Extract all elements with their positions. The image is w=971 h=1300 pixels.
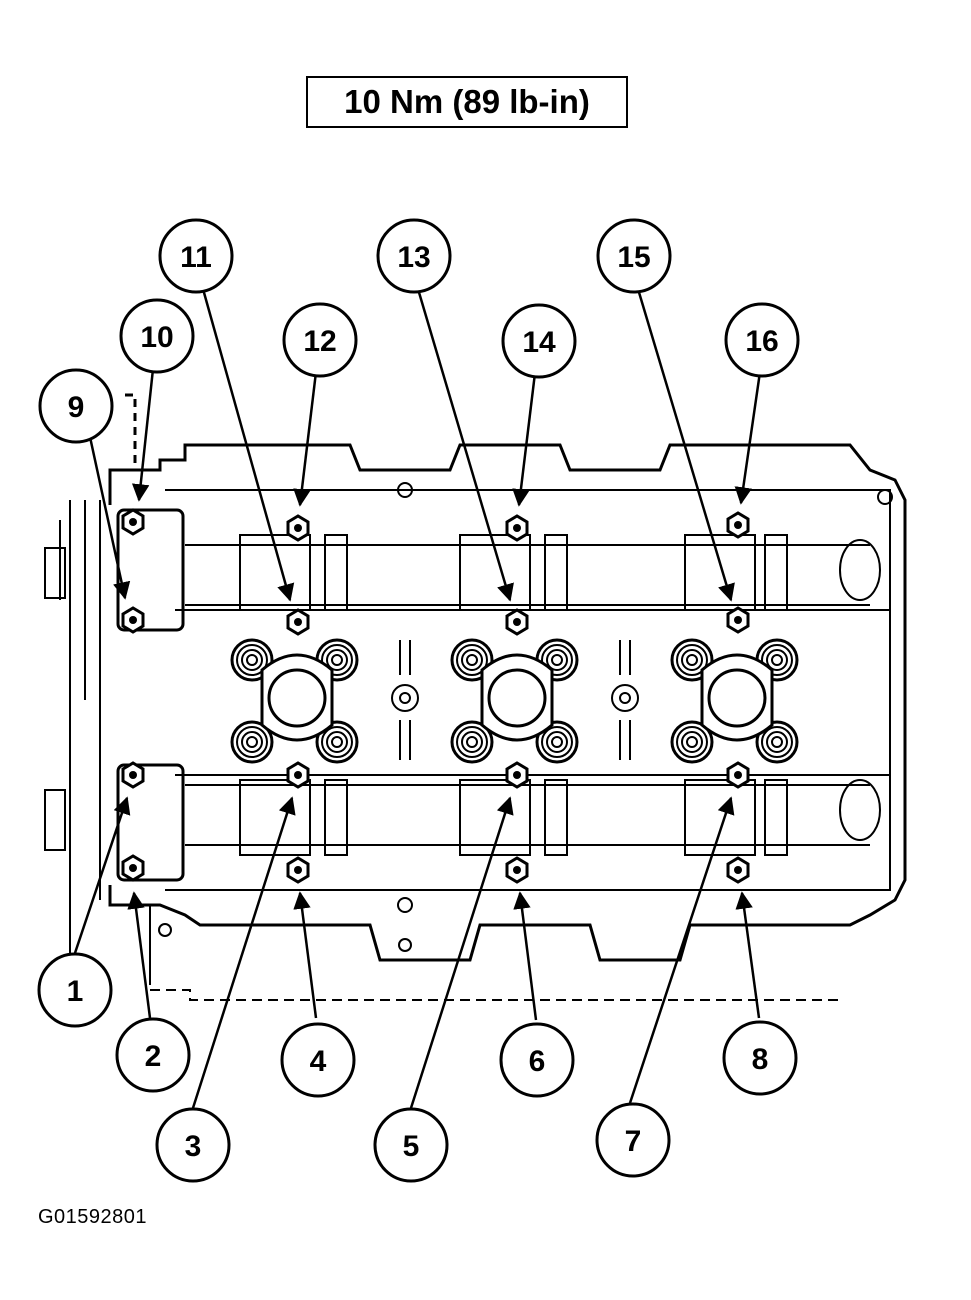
callout-7: 7 [595, 1102, 671, 1178]
bolt-9 [121, 606, 145, 634]
callout-9: 9 [38, 368, 114, 444]
torque-spec-box: 10 Nm (89 lb-in) [306, 76, 628, 128]
bolt-1 [121, 761, 145, 789]
bolt-12 [286, 514, 310, 542]
svg-text:1: 1 [67, 975, 84, 1008]
callout-11: 11 [158, 218, 234, 294]
bolt-3 [286, 761, 310, 789]
callout-2: 2 [115, 1017, 191, 1093]
svg-text:9: 9 [68, 391, 85, 424]
callout-13: 13 [376, 218, 452, 294]
callout-10: 10 [119, 298, 195, 374]
bolt-14 [505, 514, 529, 542]
bolt-4 [286, 856, 310, 884]
bolts [121, 508, 750, 884]
svg-text:8: 8 [752, 1043, 769, 1076]
spark-plug-wells [260, 653, 774, 742]
callout-8: 8 [722, 1020, 798, 1096]
svg-text:14: 14 [522, 326, 556, 359]
bolt-15 [726, 606, 750, 634]
callout-14: 14 [501, 303, 577, 379]
bolt-5 [505, 761, 529, 789]
svg-text:12: 12 [303, 325, 336, 358]
svg-text:7: 7 [625, 1125, 642, 1158]
callout-12: 12 [282, 302, 358, 378]
leader-lines [73, 288, 762, 1109]
svg-text:4: 4 [310, 1045, 327, 1078]
bolt-16 [726, 511, 750, 539]
bolt-13 [505, 608, 529, 636]
bolt-6 [505, 856, 529, 884]
bolt-11 [286, 608, 310, 636]
figure-id: G01592801 [38, 1206, 148, 1228]
torque-spec-text: 10 Nm (89 lb-in) [344, 83, 590, 120]
callouts: 1 2 3 4 5 6 7 8 9 10 11 12 13 14 15 16 [37, 218, 800, 1183]
svg-text:2: 2 [145, 1040, 162, 1073]
callout-16: 16 [724, 302, 800, 378]
svg-text:3: 3 [185, 1130, 202, 1163]
svg-text:16: 16 [745, 325, 778, 358]
svg-text:15: 15 [617, 241, 650, 274]
svg-text:13: 13 [397, 241, 430, 274]
bolt-2 [121, 854, 145, 882]
callout-15: 15 [596, 218, 672, 294]
callout-4: 4 [280, 1022, 356, 1098]
callout-5: 5 [373, 1107, 449, 1183]
svg-text:6: 6 [529, 1045, 546, 1078]
callout-1: 1 [37, 952, 113, 1028]
callout-3: 3 [155, 1107, 231, 1183]
bolt-8 [726, 856, 750, 884]
bolt-10 [121, 508, 145, 536]
callout-6: 6 [499, 1022, 575, 1098]
svg-text:5: 5 [403, 1130, 420, 1163]
bolt-7 [726, 761, 750, 789]
svg-text:10: 10 [140, 321, 173, 354]
svg-text:11: 11 [180, 241, 212, 274]
